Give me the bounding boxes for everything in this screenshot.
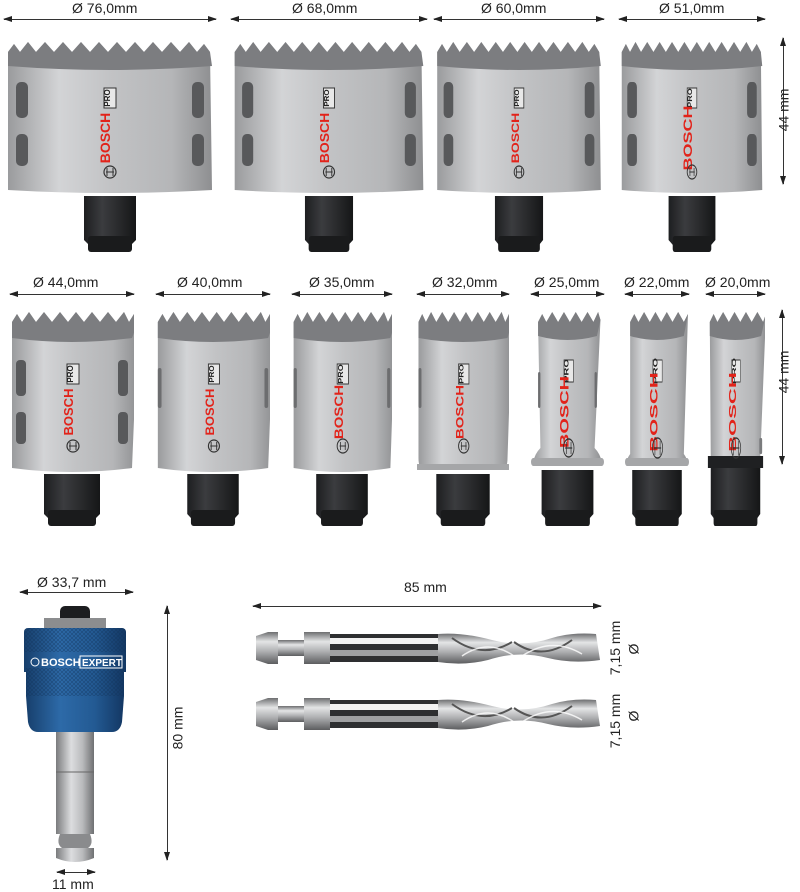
hole-saw-68mm: PRO BOSCH <box>231 40 427 258</box>
dimension-arrow <box>3 16 217 22</box>
dimension-arrow <box>230 16 428 22</box>
height-arrow <box>780 37 786 185</box>
svg-text:PRO: PRO <box>66 365 75 382</box>
hole-saw-76mm: PRO BOSCH <box>4 40 216 258</box>
dimension-arrow <box>19 589 134 595</box>
dimension-arrow <box>624 291 690 297</box>
dimension-arrow <box>9 291 135 297</box>
height-label-row1: 44 mm <box>775 88 792 132</box>
dimension-arrow <box>416 291 510 297</box>
svg-text:BOSCH: BOSCH <box>726 372 738 451</box>
drill-bit-2 <box>252 696 602 732</box>
diameter-label-22: Ø 22,0mm <box>624 274 690 290</box>
diameter-label-51: Ø 51,0mm <box>659 0 725 16</box>
drill-1-diameter-symbol: Ø <box>625 643 642 655</box>
svg-text:BOSCH: BOSCH <box>61 389 76 436</box>
hole-saw-22mm: PRO BOSCH <box>625 308 689 530</box>
diameter-label-25: Ø 25,0mm <box>534 274 600 290</box>
diameter-label-44: Ø 44,0mm <box>33 274 99 290</box>
hex-adapter: BOSCH EXPERT <box>18 600 132 870</box>
dimension-arrow <box>705 291 766 297</box>
hole-saw-40mm: PRO BOSCH <box>156 308 270 530</box>
adapter-diameter-label: Ø 33,7 mm <box>37 574 107 590</box>
drill-2-diameter-symbol: Ø <box>625 710 642 722</box>
adapter-length-arrow <box>164 605 170 861</box>
svg-text:PRO: PRO <box>103 89 112 106</box>
drill-2-diameter-label: 7,15 mm <box>607 693 624 749</box>
diameter-label-60: Ø 60,0mm <box>481 0 547 16</box>
svg-text:BOSCH: BOSCH <box>647 372 660 451</box>
diameter-label-20: Ø 20,0mm <box>705 274 771 290</box>
hole-saw-25mm: PRO BOSCH <box>531 308 604 530</box>
diameter-label-32: Ø 32,0mm <box>432 274 498 290</box>
drill-bit-1 <box>252 630 602 666</box>
diameter-label-35: Ø 35,0mm <box>309 274 375 290</box>
svg-text:PRO: PRO <box>686 88 693 107</box>
adapter-length-label: 80 mm <box>169 706 186 750</box>
dimension-arrow <box>56 869 96 875</box>
svg-text:BOSCH: BOSCH <box>682 106 696 171</box>
svg-text:PRO: PRO <box>337 364 345 383</box>
svg-text:BOSCH: BOSCH <box>454 385 467 439</box>
adapter-expert-badge: EXPERT <box>82 658 122 669</box>
height-label-row2: 44 mm <box>775 350 792 394</box>
drill-length-label: 85 mm <box>404 579 447 595</box>
dimension-arrow <box>291 291 393 297</box>
dimension-arrow <box>530 291 605 297</box>
dimension-arrow <box>618 16 766 22</box>
adapter-hex-width-label: 11 mm <box>52 876 94 892</box>
svg-text:PRO: PRO <box>322 89 331 106</box>
drill-1-diameter-label: 7,15 mm <box>607 620 624 676</box>
hole-saw-35mm: PRO BOSCH <box>292 308 392 530</box>
svg-text:PRO: PRO <box>731 358 738 384</box>
hole-saw-32mm: PRO BOSCH <box>417 308 509 530</box>
svg-text:BOSCH: BOSCH <box>317 113 331 164</box>
svg-text:PRO: PRO <box>458 364 466 383</box>
diameter-label-40: Ø 40,0mm <box>177 274 243 290</box>
diameter-label-76: Ø 76,0mm <box>72 0 138 16</box>
svg-text:BOSCH: BOSCH <box>559 376 572 448</box>
svg-text:PRO: PRO <box>652 357 659 384</box>
svg-text:PRO: PRO <box>513 89 521 107</box>
svg-text:BOSCH: BOSCH <box>203 389 216 436</box>
dimension-arrow <box>433 16 605 22</box>
hole-saw-60mm: PRO BOSCH <box>434 40 604 258</box>
svg-text:BOSCH: BOSCH <box>509 113 521 163</box>
hole-saw-51mm: PRO BOSCH <box>619 40 765 258</box>
svg-text:BOSCH: BOSCH <box>332 385 345 439</box>
dimension-arrow <box>252 603 602 609</box>
height-arrow <box>779 309 785 465</box>
svg-text:PRO: PRO <box>563 359 570 383</box>
hole-saw-44mm: PRO BOSCH <box>10 308 134 530</box>
adapter-bosch-logo: BOSCH <box>41 657 81 669</box>
svg-text:BOSCH: BOSCH <box>97 113 113 164</box>
dimension-arrow <box>155 291 271 297</box>
svg-text:PRO: PRO <box>207 365 216 382</box>
hole-saw-20mm: PRO BOSCH <box>706 308 765 530</box>
diameter-label-68: Ø 68,0mm <box>292 0 358 16</box>
